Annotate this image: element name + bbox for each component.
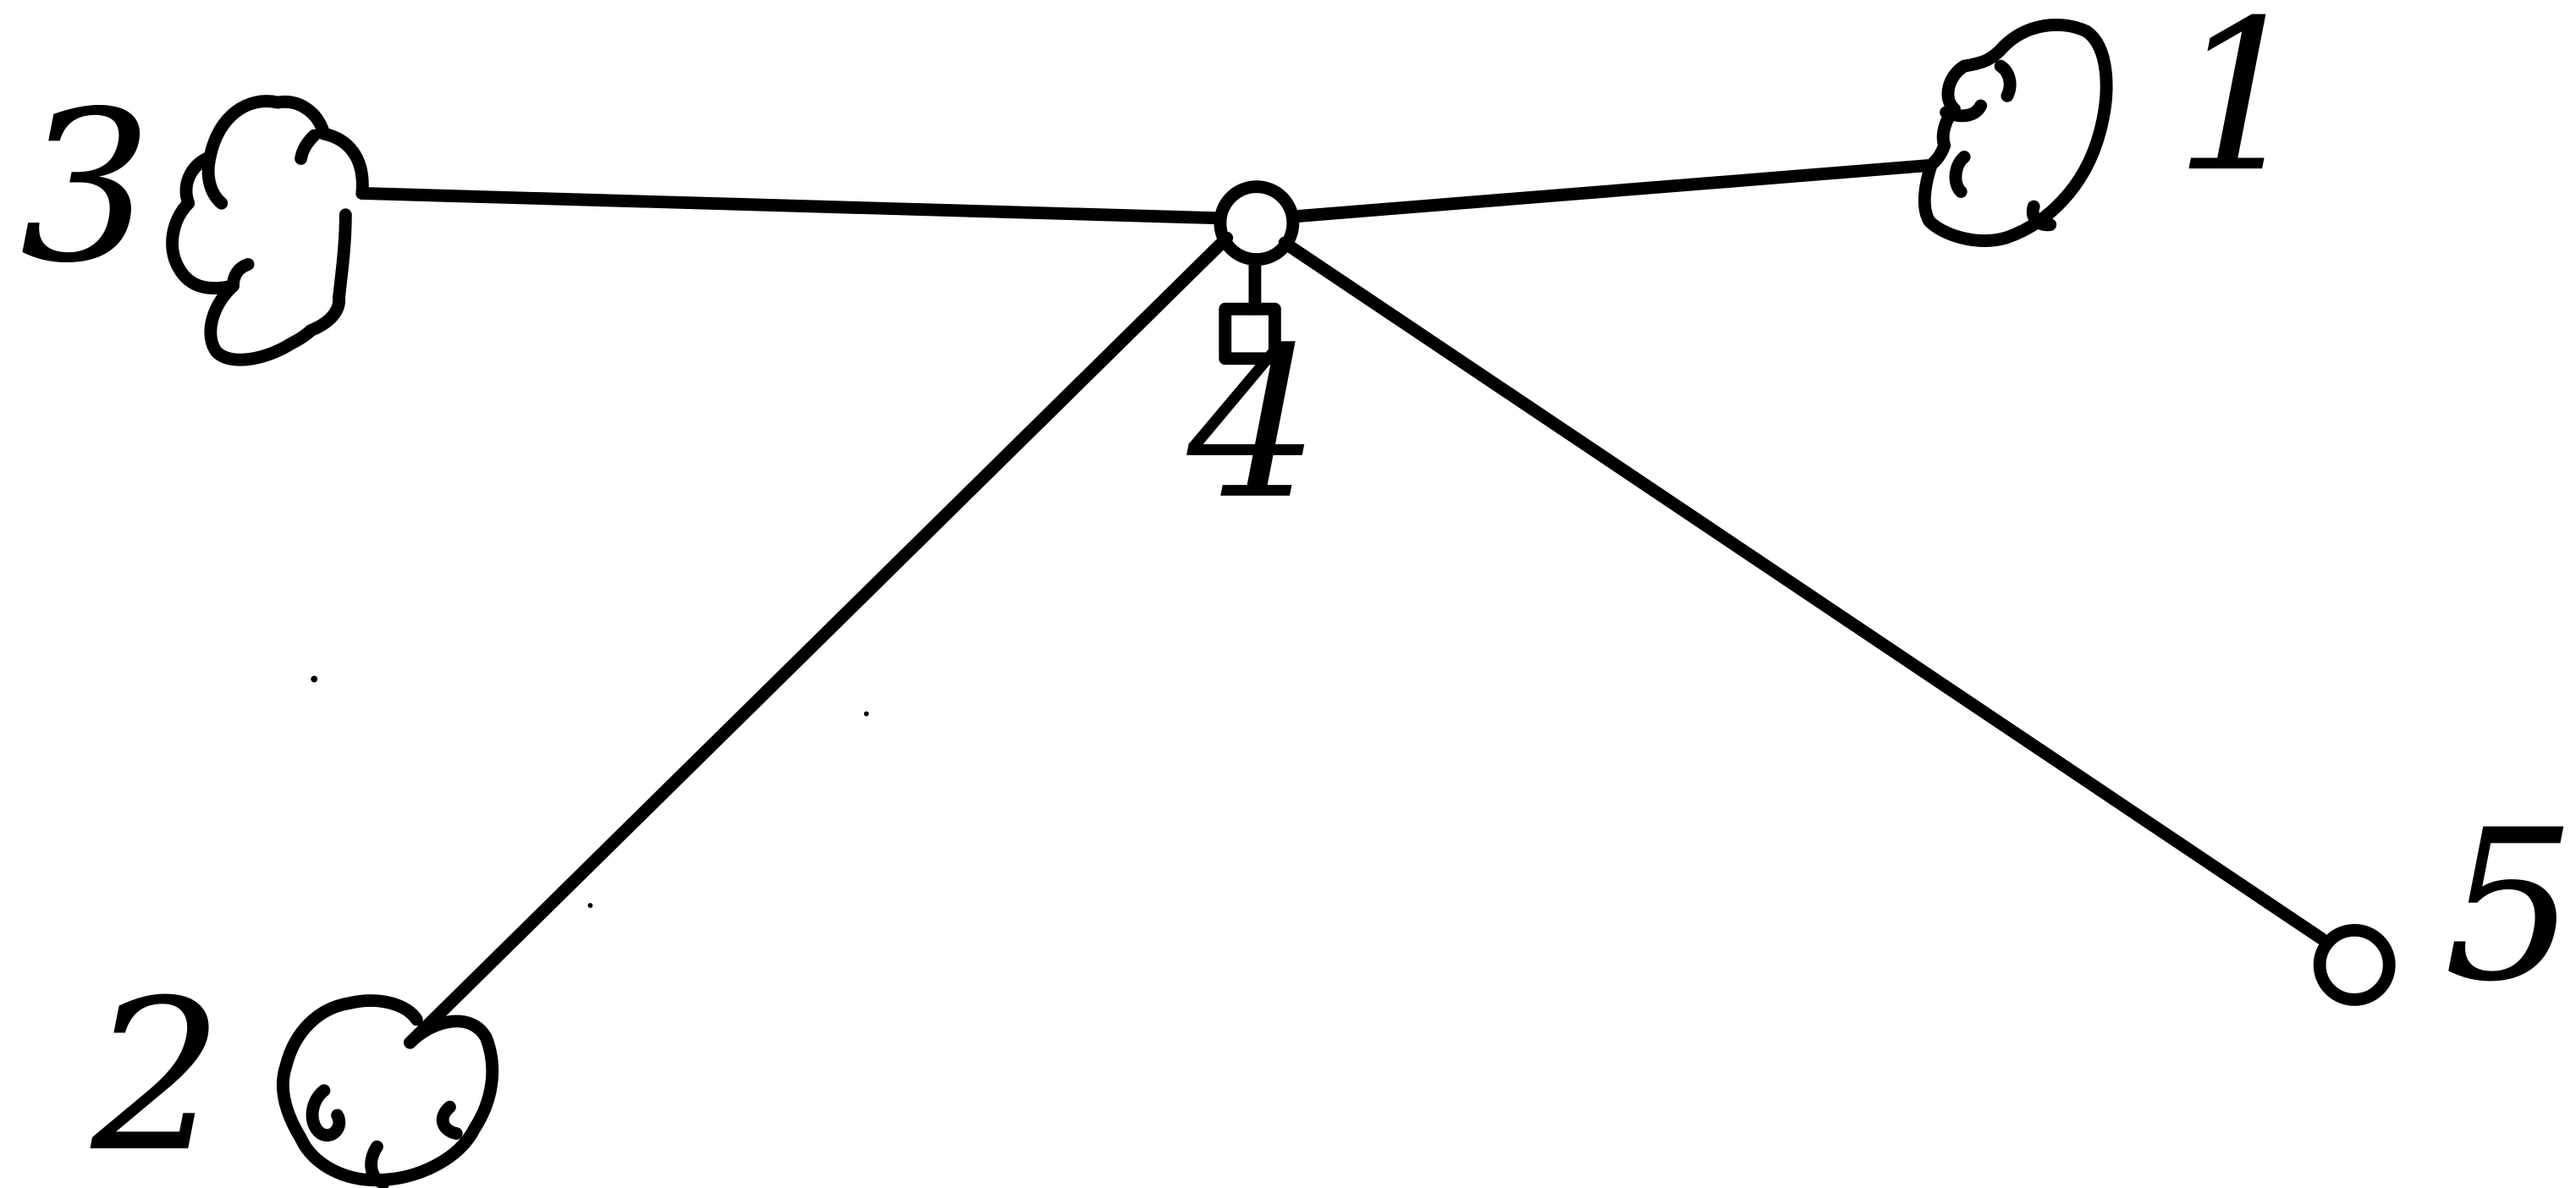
label-node-2: 2 — [90, 956, 223, 1188]
speck — [311, 675, 318, 683]
node-2-cloud — [277, 994, 499, 1188]
node-3-cloud — [166, 95, 369, 366]
node-1-cloud — [1918, 19, 2113, 247]
label-node-3: 3 — [19, 68, 152, 310]
label-node-1: 1 — [2174, 0, 2307, 218]
node-5-circle — [2313, 923, 2396, 1006]
label-node-4: 4 — [1186, 304, 1320, 546]
node-4-hub — [1214, 180, 1300, 366]
edge-4-5 — [1278, 236, 2328, 945]
edge-4-3 — [355, 187, 1225, 225]
edge-4-1 — [1288, 158, 1938, 223]
edge-4-2 — [404, 231, 1234, 1049]
speck — [587, 903, 593, 909]
speck — [863, 711, 869, 717]
label-node-5: 5 — [2444, 786, 2576, 1028]
